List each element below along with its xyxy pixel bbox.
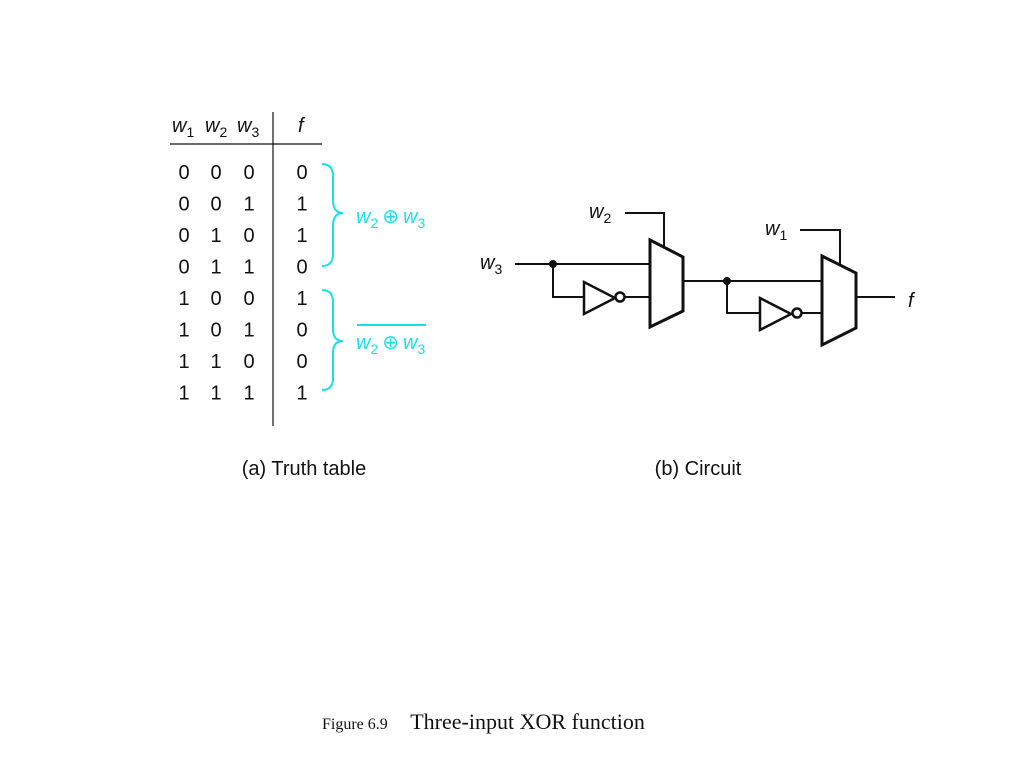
w2-select-wire [625, 212, 665, 246]
table-cell-input: 0 [178, 225, 189, 247]
table-cell-input: 1 [210, 225, 221, 247]
mux-1-branch-wire [726, 281, 760, 314]
table-cell-input: 1 [243, 257, 254, 279]
table-cell-input: 1 [210, 351, 221, 373]
table-cell-input: 1 [178, 383, 189, 405]
table-cell-input: 0 [178, 162, 189, 184]
table-cell-f: 0 [296, 320, 307, 342]
table-cell-f: 1 [296, 288, 307, 310]
table-cell-input: 1 [178, 351, 189, 373]
table-cell-input: 0 [210, 288, 221, 310]
top-brace [321, 163, 344, 267]
table-cell-input: 0 [178, 257, 189, 279]
inverter-1-bubble [614, 291, 626, 303]
table-cell-input: 0 [178, 194, 189, 216]
table-cell-input: 1 [243, 320, 254, 342]
figure-title: Three-input XOR function [410, 709, 645, 734]
table-cell-f: 1 [296, 194, 307, 216]
table-cell-input: 0 [243, 162, 254, 184]
header-f: f [298, 115, 306, 137]
table-cell-input: 1 [243, 383, 254, 405]
w3-branch-wire [552, 264, 584, 298]
w1-select-wire [800, 229, 841, 264]
table-cell-f: 1 [296, 383, 307, 405]
label-f: f [908, 290, 916, 312]
header-w2: w2 [205, 115, 227, 140]
table-cell-input: 1 [178, 320, 189, 342]
multiplexer-1 [648, 237, 685, 330]
table-cell-input: 0 [243, 351, 254, 373]
table-cell-input: 1 [210, 383, 221, 405]
figure-caption: Figure 6.9 Three-input XOR function [322, 709, 645, 734]
table-cell-f: 1 [296, 225, 307, 247]
table-cell-input: 1 [243, 194, 254, 216]
xor-annotation-top: w2⊕w3 [356, 206, 425, 231]
figure-number: Figure 6.9 [322, 716, 388, 733]
caption-truth-table: (a) Truth table [242, 458, 367, 480]
table-cell-input: 1 [210, 257, 221, 279]
table-cell-f: 0 [296, 257, 307, 279]
caption-circuit: (b) Circuit [655, 458, 742, 480]
header-w1: w1 [172, 115, 194, 140]
table-cell-input: 0 [210, 194, 221, 216]
table-cell-f: 0 [296, 351, 307, 373]
table-cell-f: 0 [296, 162, 307, 184]
table-cell-input: 1 [178, 288, 189, 310]
label-w3: w3 [480, 252, 502, 277]
inverter-1 [582, 279, 618, 317]
table-cell-input: 0 [210, 320, 221, 342]
header-w3: w3 [237, 115, 259, 140]
table-cell-input: 0 [243, 288, 254, 310]
label-w2: w2 [589, 201, 611, 226]
circuit: w2 w1 w3 f (b) Circuit [480, 201, 916, 480]
table-cell-input: 0 [210, 162, 221, 184]
table-cell-input: 0 [243, 225, 254, 247]
inverter-2 [758, 295, 794, 333]
xnor-annotation-bottom: w2⊕w3 [356, 332, 425, 357]
inverter-2-bubble [791, 307, 803, 319]
multiplexer-2 [820, 253, 858, 348]
bottom-brace [321, 289, 344, 391]
label-w1: w1 [765, 218, 787, 243]
